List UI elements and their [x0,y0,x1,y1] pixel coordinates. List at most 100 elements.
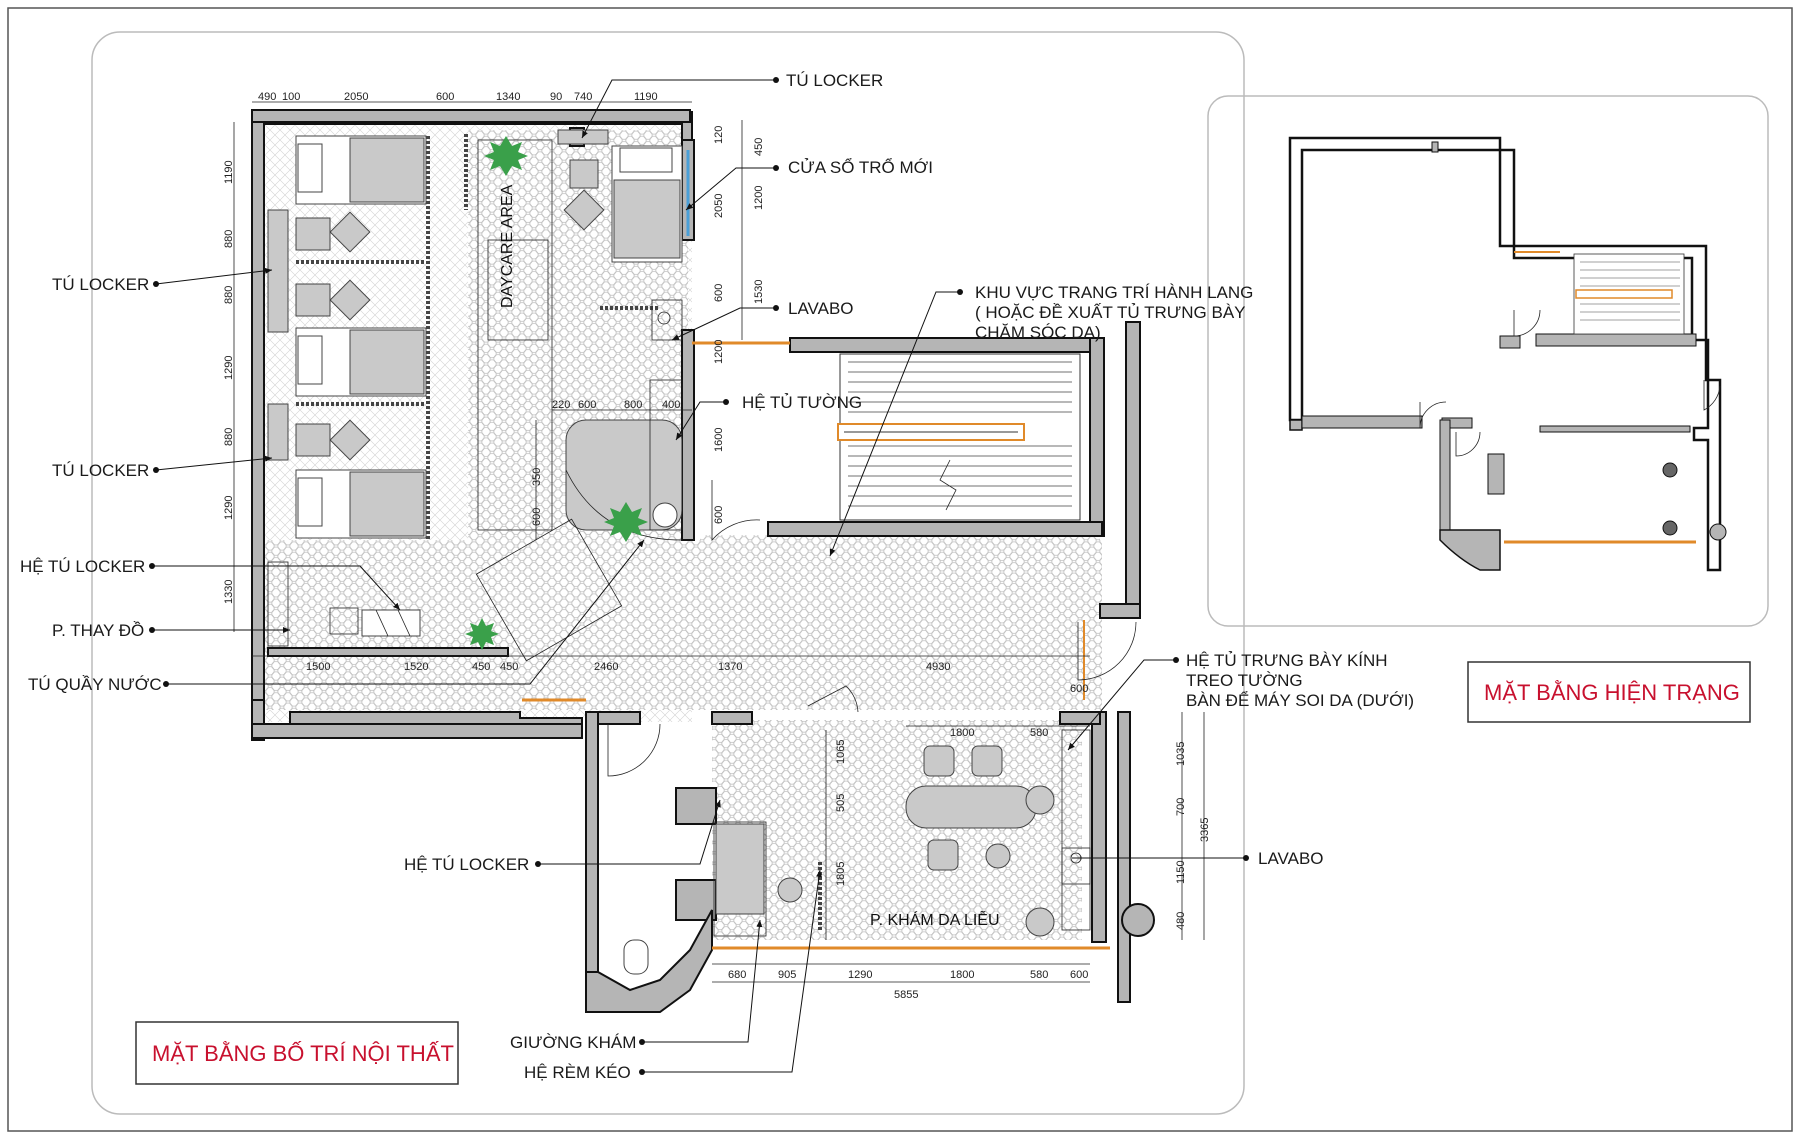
lounge-chairs-left [295,159,605,461]
dim-cor-3: 450 [472,661,490,673]
dim-top-2: 100 [282,91,300,103]
dim-exam-right-4: 480 [1175,912,1187,930]
dim-left-1: 1190 [223,160,235,184]
dim-exam-top-1: 1800 [950,727,974,739]
dim-top-5: 1340 [496,91,520,103]
dim-left-5: 880 [223,428,235,446]
title-box-layout [135,1021,459,1085]
dim-rt-4: 1200 [753,186,765,210]
dim-top-8: 1190 [634,91,658,103]
dim-cor-4: 450 [500,661,518,673]
dim-midc-4: 600 [713,506,725,524]
locker-left-2 [267,403,289,461]
dim-rt-6: 1530 [753,280,765,304]
dim-bot-3: 1290 [848,969,872,981]
dim-top-7: 740 [574,91,592,103]
door-wall-cabinet [711,480,761,542]
dim-exam-right-5: 3365 [1199,818,1211,842]
label-hanh-lang-2: ( HOẶC ĐỀ XUẤT TỦ TRƯNG BÀY [975,303,1246,322]
dim-bot-4: 1800 [950,969,974,981]
exam-bed-frame [713,821,767,937]
column-1 [1025,785,1055,815]
wall-stair-bottom [767,521,1103,537]
dim-rt-5: 600 [713,284,725,302]
column-round [1121,903,1155,937]
daycare-bench [477,139,553,531]
wall-far-right-stub [1099,603,1141,619]
dimension-lines [233,101,1205,983]
label-he-tu-locker-mid: HỆ TÚ LOCKER [404,855,529,874]
room-label-exam: P. KHÁM DA LIỄU [870,910,1000,929]
dim-midc-3: 600 [531,508,543,526]
plant-1 [484,136,528,176]
dim-left-6: 1290 [223,496,235,520]
wall-top [251,109,691,123]
exam-chair-1 [923,745,955,777]
wall-far-right [1125,321,1141,619]
door-storage [607,723,661,777]
lounge-table [475,518,623,662]
dim-rt-1: 120 [713,126,725,144]
dim-bot-1: 680 [728,969,746,981]
existing-plan [1288,136,1727,572]
dim-exam-mid-1: 1065 [835,740,847,764]
title-layout: MẶT BẰNG BỐ TRÍ NỘI THẤT [152,1040,454,1066]
dim-exam-right-2: 700 [1175,798,1187,816]
room-label-daycare: DAYCARE AREA [499,184,516,308]
dim-left-4: 1290 [223,356,235,380]
label-trung-bay-3: BÀN ĐỂ MÁY SOI DA (DƯỚI) [1186,691,1414,710]
dim-midc-2: 350 [531,468,543,486]
exam-stool-2 [985,843,1011,869]
exam-lavabo [1061,847,1091,885]
dim-mid-4: 400 [662,399,680,411]
wall-exam-pillar [675,787,717,825]
exam-floor [712,720,1082,940]
dim-rt-3: 2050 [713,194,725,218]
changing-bench [267,561,289,647]
wall-counter-line [267,647,509,657]
dim-cor-1: 1500 [306,661,330,673]
hallway-floor [700,535,1100,707]
dim-mid-1: 220 [552,399,570,411]
display-cabinet [1061,729,1091,931]
dim-cor-7: 4930 [926,661,950,673]
daycare-table [487,239,549,341]
main-plan [251,109,1155,1013]
dim-exam-right-1: 1035 [1175,742,1187,766]
bed-2 [295,327,427,397]
dim-mid-3: 800 [624,399,642,411]
dim-exam-mid-2: 505 [835,794,847,812]
label-lavabo-right: LAVABO [1258,849,1324,868]
water-counter [361,609,421,637]
exam-chair-3 [927,839,959,871]
bed-1 [295,135,427,205]
dim-left-7: 1330 [223,580,235,604]
dim-cor-6: 1370 [718,661,742,673]
bed-4 [611,145,683,263]
wall-exam-top-right [1059,711,1101,725]
dim-exam-mid-3: 1805 [835,862,847,886]
layout-frame [91,31,1245,1115]
dim-exam-top-2: 580 [1030,727,1048,739]
wall-exam-right [1091,711,1107,943]
dim-rt-7: 1200 [713,340,725,364]
dim-cor-8: 600 [1070,683,1088,695]
label-hanh-lang-3: CHĂM SÓC DA) [975,323,1101,342]
dim-midc-1: 1600 [713,428,725,452]
dim-top-3: 2050 [344,91,368,103]
changing-stool [329,607,359,635]
dim-top-6: 90 [550,91,562,103]
door-corridor [1077,621,1137,681]
dim-left-2: 880 [223,230,235,248]
dim-exam-right-3: 1150 [1175,860,1187,884]
bed-3 [295,469,427,539]
label-he-tu-locker-left: HỆ TÚ LOCKER [20,557,145,576]
exam-bed [715,823,765,915]
wall-stair-right [1089,337,1105,537]
label-he-rem-keo: HỆ RÈM KÉO [524,1063,631,1082]
lavabo-basin [657,311,671,325]
dim-cor-2: 1520 [404,661,428,673]
exam-chair-2 [971,745,1003,777]
title-box-existing [1467,661,1751,723]
